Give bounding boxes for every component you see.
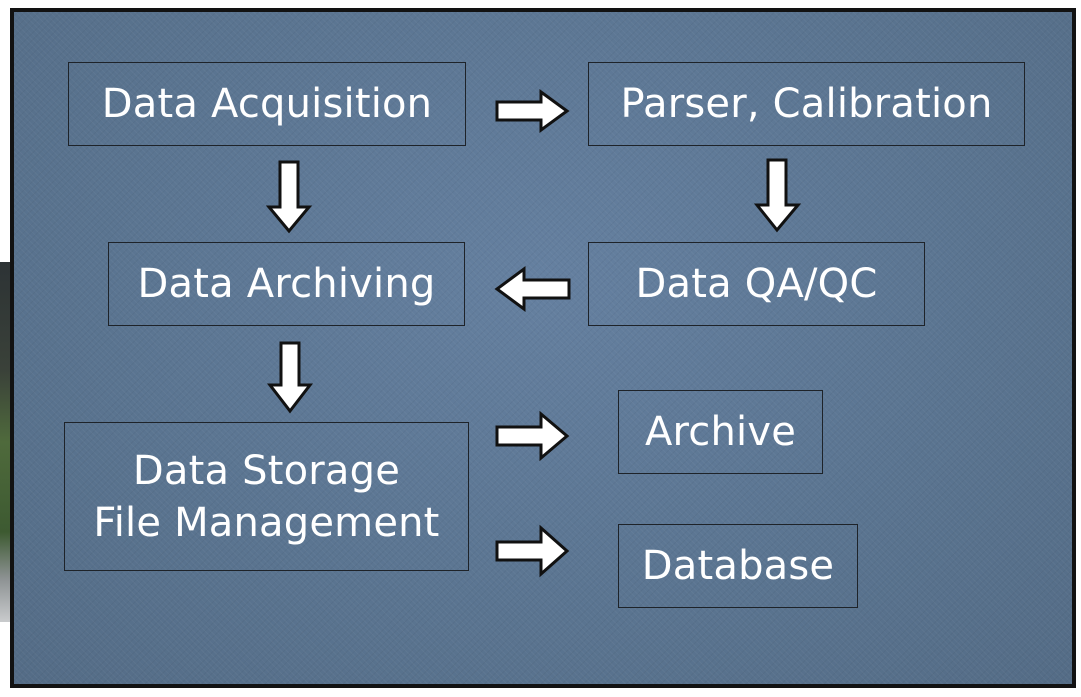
file-management-label: File Management [93, 499, 440, 546]
archive-label: Archive [644, 409, 797, 455]
parser-calibration-box: Parser, Calibration [588, 62, 1025, 146]
data-qaqc-label: Data QA/QC [635, 261, 878, 307]
down-arrow-icon [266, 341, 314, 414]
data-storage-box: Data Storage File Management [64, 422, 469, 571]
data-acquisition-box: Data Acquisition [68, 62, 466, 146]
parser-calibration-label: Parser, Calibration [620, 81, 993, 127]
right-arrow-icon [495, 89, 570, 133]
right-arrow-icon [495, 410, 570, 462]
data-acquisition-label: Data Acquisition [101, 81, 433, 127]
data-storage-label: Data Storage [132, 447, 401, 494]
database-label: Database [641, 543, 835, 589]
down-arrow-icon [265, 160, 313, 234]
right-arrow-icon [495, 524, 570, 578]
data-archiving-box: Data Archiving [108, 242, 465, 326]
archive-box: Archive [618, 390, 823, 474]
data-archiving-label: Data Archiving [137, 261, 436, 307]
left-arrow-icon [494, 266, 571, 312]
data-qaqc-box: Data QA/QC [588, 242, 925, 326]
down-arrow-icon [753, 158, 802, 233]
database-box: Database [618, 524, 858, 608]
